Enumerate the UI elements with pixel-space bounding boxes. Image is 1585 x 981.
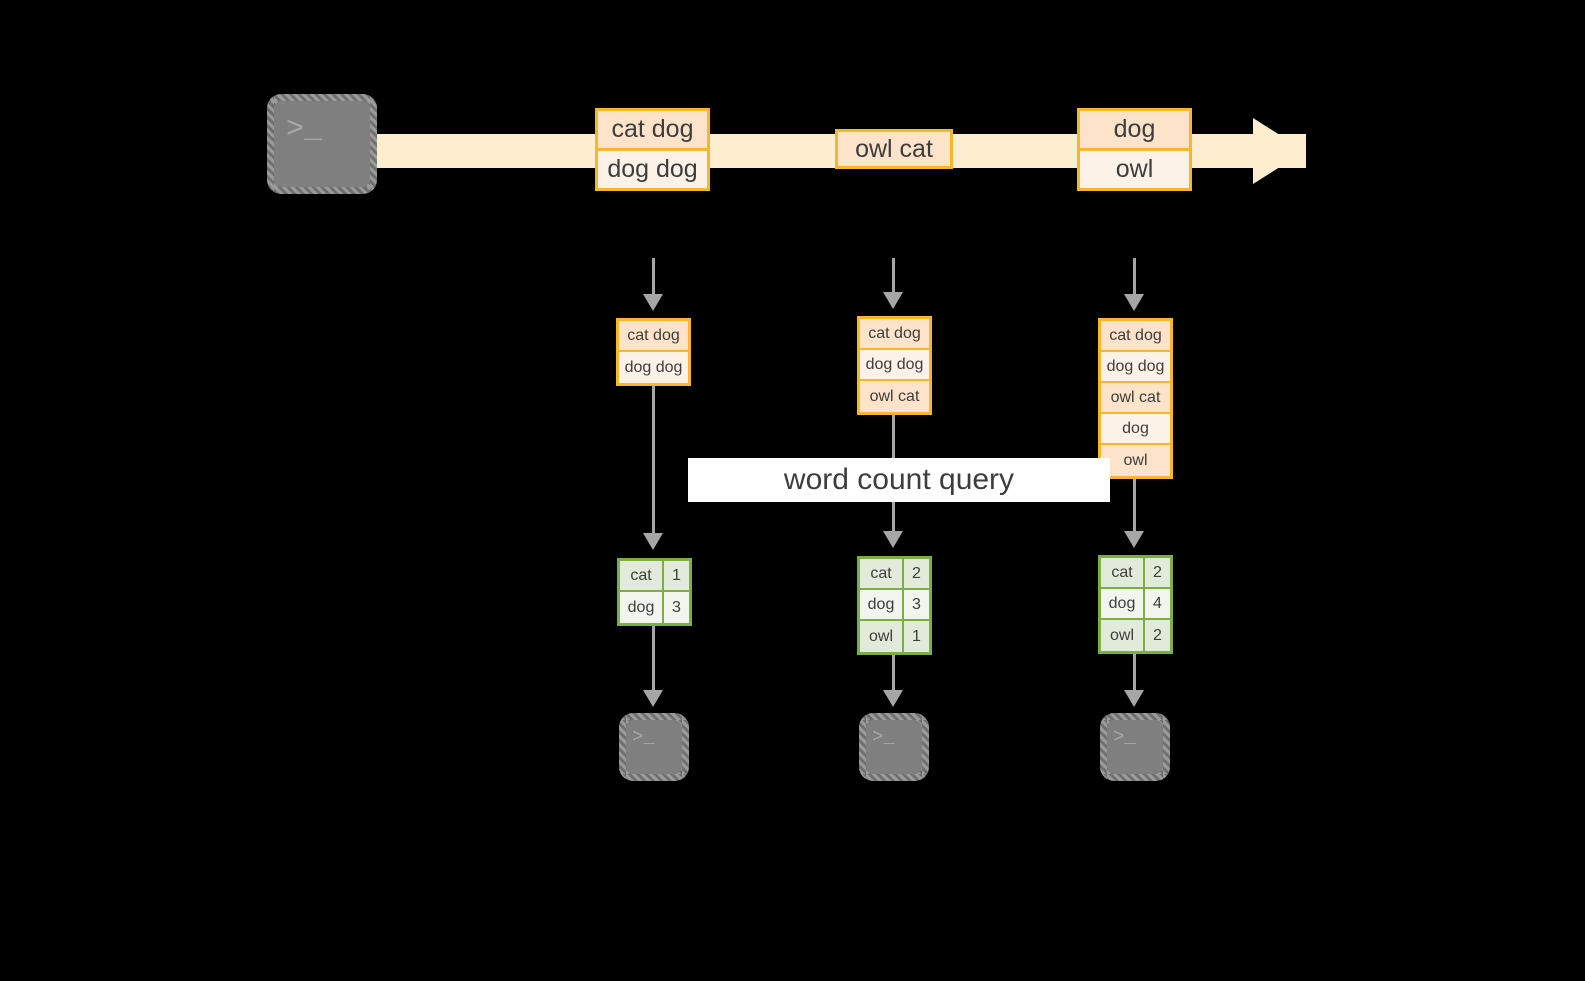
snapshot-1-consumer-terminal-icon[interactable]: >_ [619, 713, 689, 781]
terminal-prompt-glyph: >_ [872, 726, 895, 748]
table-cell-word: cat [620, 561, 664, 590]
log-entry: dog dog [1101, 352, 1170, 383]
table-row: dog 3 [620, 592, 689, 623]
stream-event-owl-cat: owl cat [835, 129, 953, 169]
log-entry: dog [1101, 414, 1170, 445]
stream-arrowhead [1253, 118, 1305, 184]
snapshot-1-tap-line [652, 258, 655, 296]
terminal-prompt-glyph: >_ [632, 726, 655, 748]
table-row: dog 3 [860, 590, 929, 621]
terminal-screen: >_ [626, 720, 682, 774]
table-cell-word: dog [1101, 589, 1145, 618]
terminal-prompt-glyph: >_ [286, 113, 323, 147]
table-cell-count: 4 [1145, 589, 1170, 618]
snapshot-2-output-line [892, 655, 895, 694]
table-row: owl 1 [860, 621, 929, 652]
table-cell-word: owl [860, 621, 904, 652]
snapshot-1-output-line [652, 626, 655, 694]
table-row: owl 2 [1101, 620, 1170, 651]
terminal-prompt-glyph: >_ [1113, 726, 1136, 748]
snapshot-2-consumer-terminal-icon[interactable]: >_ [859, 713, 929, 781]
producer-terminal-icon[interactable]: >_ [267, 94, 377, 194]
snapshot-2-result-table: cat 2 dog 3 owl 1 [857, 556, 932, 655]
table-cell-count: 1 [664, 561, 689, 590]
snapshot-2-output-arrowhead [883, 690, 903, 707]
table-cell-word: dog [860, 590, 904, 619]
table-row: cat 2 [860, 559, 929, 590]
stream-event-dog: dog [1077, 108, 1192, 151]
snapshot-3-output-line [1133, 654, 1136, 694]
log-entry: owl cat [860, 381, 929, 412]
snapshot-2-query-arrowhead [883, 531, 903, 548]
stream-event-owl: owl [1077, 148, 1192, 191]
snapshot-2-log: cat dog dog dog owl cat [857, 316, 932, 415]
table-cell-word: dog [620, 592, 664, 623]
log-entry: dog dog [619, 352, 688, 383]
table-cell-count: 3 [904, 590, 929, 619]
snapshot-1-output-arrowhead [643, 690, 663, 707]
table-cell-count: 2 [904, 559, 929, 588]
snapshot-3-log: cat dog dog dog owl cat dog owl [1098, 318, 1173, 479]
snapshot-1-query-line [652, 386, 655, 536]
snapshot-3-consumer-terminal-icon[interactable]: >_ [1100, 713, 1170, 781]
snapshot-1-result-table: cat 1 dog 3 [617, 558, 692, 626]
table-row: cat 2 [1101, 558, 1170, 589]
log-entry: cat dog [860, 319, 929, 350]
log-entry: owl [1101, 445, 1170, 476]
table-cell-word: cat [1101, 558, 1145, 587]
snapshot-1-query-arrowhead [643, 533, 663, 550]
snapshot-3-tap-arrowhead [1124, 294, 1144, 311]
terminal-screen: >_ [866, 720, 922, 774]
snapshot-2-tap-line [892, 258, 895, 294]
table-row: cat 1 [620, 561, 689, 592]
stream-event-cat-dog: cat dog [595, 108, 710, 151]
stream-event-dog-dog: dog dog [595, 148, 710, 191]
terminal-screen: >_ [274, 101, 370, 187]
table-cell-count: 1 [904, 621, 929, 652]
table-row: dog 4 [1101, 589, 1170, 620]
snapshot-2-tap-arrowhead [883, 292, 903, 309]
log-entry: cat dog [1101, 321, 1170, 352]
table-cell-word: owl [1101, 620, 1145, 651]
snapshot-1-tap-arrowhead [643, 294, 663, 311]
snapshot-3-output-arrowhead [1124, 690, 1144, 707]
table-cell-word: cat [860, 559, 904, 588]
snapshot-3-tap-line [1133, 258, 1136, 296]
log-entry: dog dog [860, 350, 929, 381]
terminal-screen: >_ [1107, 720, 1163, 774]
snapshot-3-query-arrowhead [1124, 531, 1144, 548]
table-cell-count: 3 [664, 592, 689, 623]
log-entry: owl cat [1101, 383, 1170, 414]
snapshot-3-query-line [1133, 479, 1136, 534]
table-cell-count: 2 [1145, 558, 1170, 587]
snapshot-1-log: cat dog dog dog [616, 318, 691, 386]
log-entry: cat dog [619, 321, 688, 352]
query-label: word count query [688, 458, 1110, 502]
snapshot-3-result-table: cat 2 dog 4 owl 2 [1098, 555, 1173, 654]
table-cell-count: 2 [1145, 620, 1170, 651]
